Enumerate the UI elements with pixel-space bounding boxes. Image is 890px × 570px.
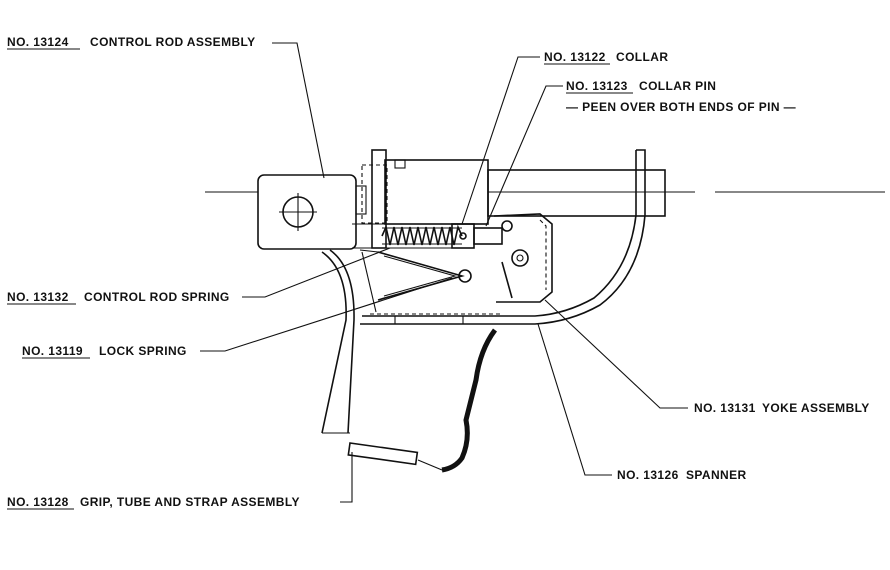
- part-number: NO. 13126: [617, 468, 679, 482]
- control-rod-block: [257, 174, 367, 250]
- spanner: [360, 149, 646, 325]
- callout-lock-spring: NO. 13119 LOCK SPRING: [22, 344, 187, 359]
- part-number: NO. 13123: [566, 79, 628, 93]
- part-number: NO. 13122: [544, 50, 606, 64]
- rod-tube: [487, 169, 666, 217]
- callout-yoke-assembly: NO. 13131 YOKE ASSEMBLY: [694, 401, 870, 415]
- part-name: CONTROL ROD ASSEMBLY: [90, 35, 256, 49]
- part-name: SPANNER: [686, 468, 747, 482]
- part-name: YOKE ASSEMBLY: [762, 401, 870, 415]
- callout-control-rod-spring: NO. 13132 CONTROL ROD SPRING: [7, 290, 230, 305]
- collar: [451, 223, 503, 249]
- grip-tube-strap: [321, 249, 498, 473]
- part-number: NO. 13119: [22, 344, 83, 358]
- part-name: COLLAR PIN: [639, 79, 716, 93]
- part-name: GRIP, TUBE AND STRAP ASSEMBLY: [80, 495, 300, 509]
- part-name: COLLAR: [616, 50, 668, 64]
- part-name: CONTROL ROD SPRING: [84, 290, 230, 304]
- control-rod-spring: [381, 224, 463, 246]
- callout-spanner: NO. 13126 SPANNER: [617, 468, 747, 482]
- lock-spring: [359, 249, 472, 301]
- part-number: NO. 13132: [7, 290, 69, 304]
- part-name: LOCK SPRING: [99, 344, 187, 358]
- collar-pin-note: — PEEN OVER BOTH ENDS OF PIN —: [566, 100, 796, 114]
- callout-grip-tube-strap: NO. 13128 GRIP, TUBE AND STRAP ASSEMBLY: [7, 495, 300, 510]
- part-number: NO. 13124: [7, 35, 69, 49]
- leader-lines: [200, 42, 688, 503]
- callout-collar-pin: NO. 13123 COLLAR PIN — PEEN OVER BOTH EN…: [566, 79, 796, 114]
- part-number: NO. 13131: [694, 401, 756, 415]
- yoke-assembly: [493, 213, 553, 303]
- callout-collar: NO. 13122 COLLAR: [544, 50, 668, 65]
- callout-control-rod-assembly: NO. 13124 CONTROL ROD ASSEMBLY: [7, 35, 256, 50]
- part-number: NO. 13128: [7, 495, 69, 509]
